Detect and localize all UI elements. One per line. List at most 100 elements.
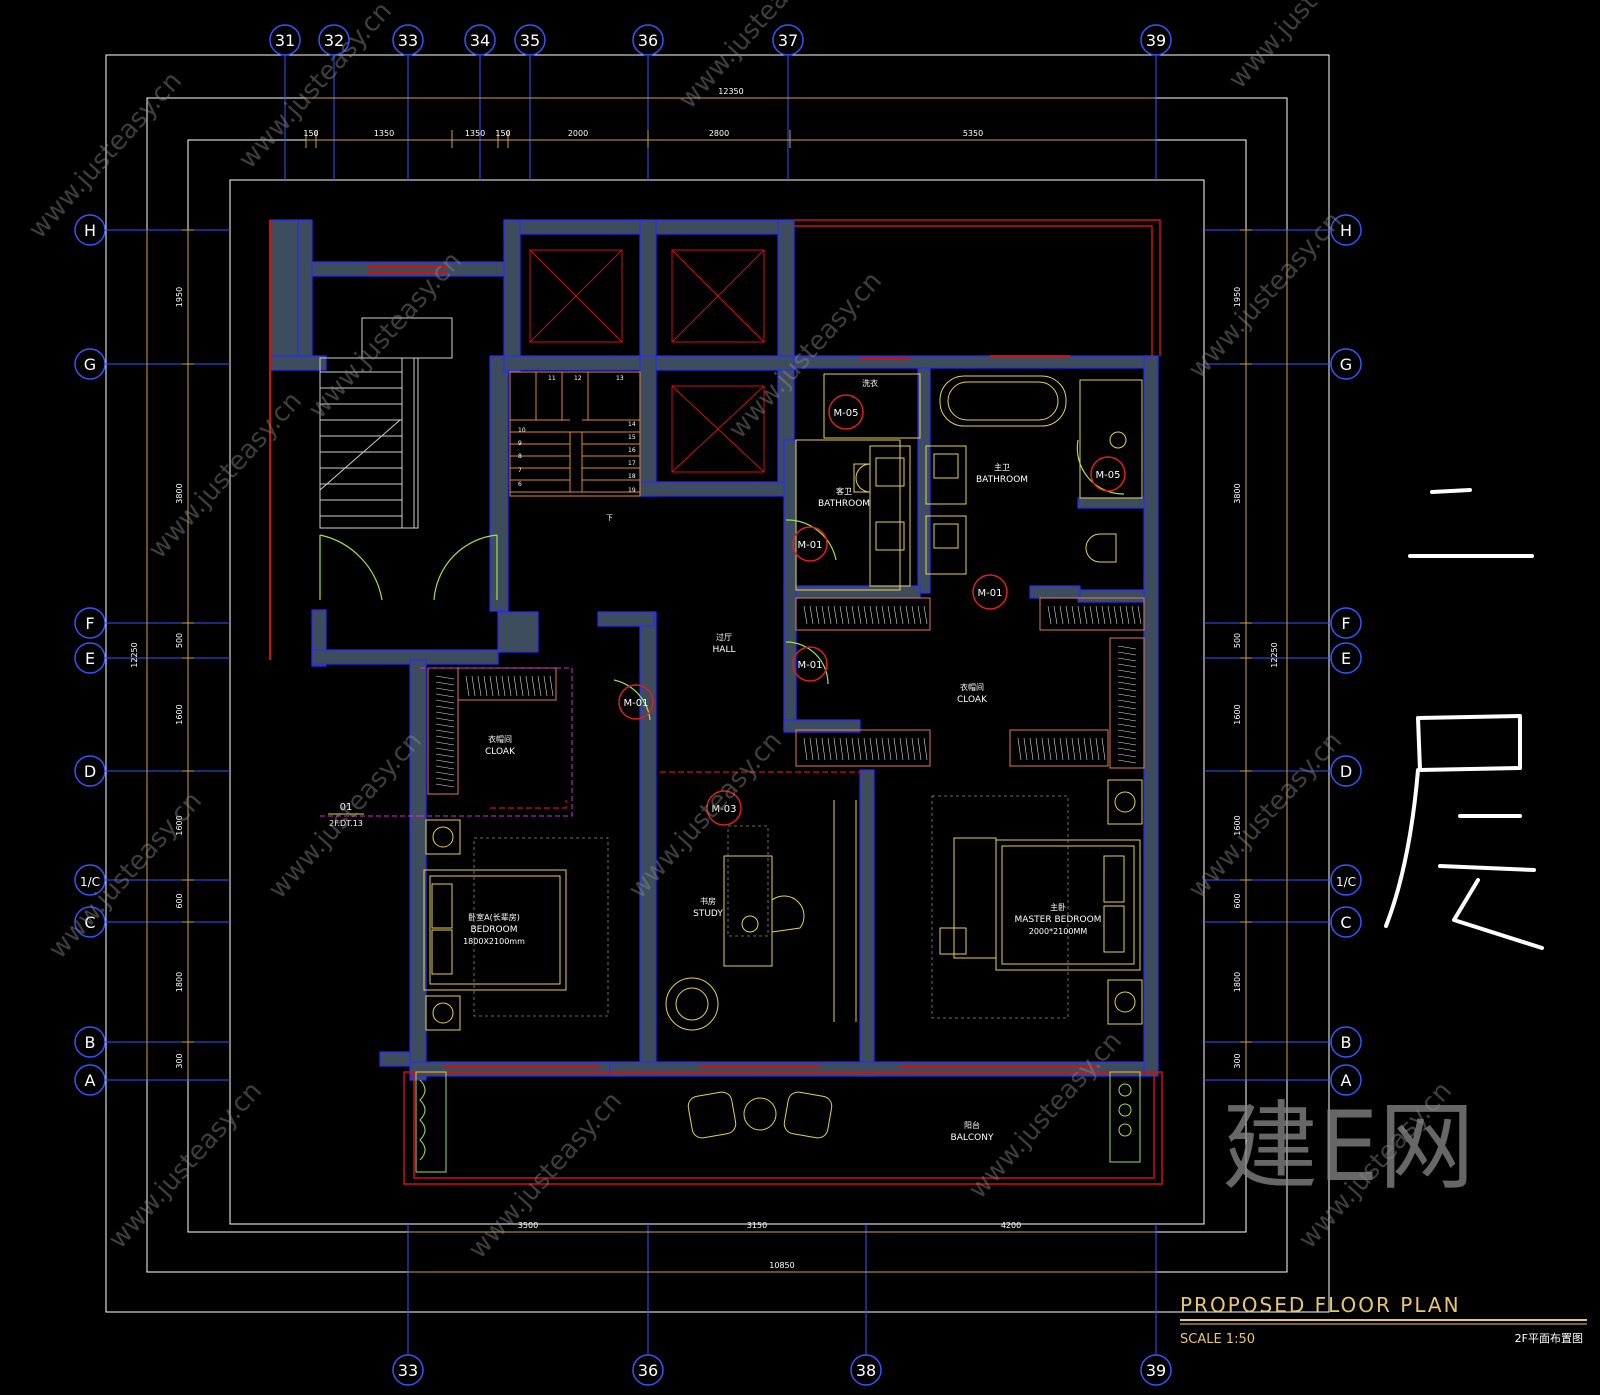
- axis-label: C: [84, 913, 95, 932]
- dim-left-segment: 600: [175, 893, 184, 908]
- svg-text:客卫: 客卫: [836, 486, 852, 496]
- stair-step-number: 7: [518, 467, 522, 474]
- axis-label: 31: [275, 31, 295, 50]
- axis-bubble-top-32: 32: [318, 24, 350, 56]
- dim-bottom-segment: 4200: [1001, 1221, 1021, 1230]
- svg-text:CLOAK: CLOAK: [957, 695, 988, 705]
- title-main: PROPOSED FLOOR PLAN: [1180, 1293, 1461, 1317]
- dim-right-segment: 1600: [1233, 815, 1242, 835]
- balcony-outline: [403, 219, 1163, 1185]
- svg-text:洗衣: 洗衣: [862, 378, 878, 388]
- door-tag-m-03: M-03: [706, 790, 742, 826]
- axis-bubble-right-E: E: [1330, 642, 1362, 674]
- dim-top-segment: 2000: [568, 129, 588, 138]
- windows: [269, 220, 1100, 1067]
- dim-left-segment: 1800: [175, 972, 184, 992]
- axis-label: F: [1341, 614, 1350, 633]
- stair-step-number: 12: [574, 375, 582, 382]
- svg-text:BATHROOM: BATHROOM: [818, 499, 870, 509]
- wardrobes: [427, 597, 1145, 795]
- dim-top-segment: 1350: [465, 129, 485, 138]
- axis-bubble-bottom-33: 33: [392, 1354, 424, 1386]
- axis-label: G: [1340, 355, 1352, 374]
- axis-label: 33: [398, 31, 418, 50]
- room-label-hall: 过厅 HALL: [713, 632, 736, 655]
- dim-top-total: 12350: [718, 87, 743, 96]
- stair-step-number: 17: [628, 460, 636, 467]
- dim-top-segment: 2800: [709, 129, 729, 138]
- dim-left-segment: 500: [175, 633, 184, 648]
- door-swings: [319, 439, 1125, 721]
- title-block: PROPOSED FLOOR PLAN SCALE 1:50 2F平面布置图: [1180, 1293, 1587, 1347]
- svg-text:衣帽间: 衣帽间: [488, 734, 512, 744]
- stair-step-number: 13: [616, 375, 624, 382]
- axis-bubble-top-34: 34: [464, 24, 496, 56]
- axis-label: A: [1341, 1071, 1352, 1090]
- handwritten-floor-label: [1384, 488, 1544, 950]
- private-stair: [509, 371, 641, 497]
- dim-right-segment: 600: [1233, 893, 1242, 908]
- axis-bubble-top-33: 33: [392, 24, 424, 56]
- axis-label: H: [1340, 221, 1352, 240]
- dim-bottom-segment: 3150: [747, 1221, 767, 1230]
- dim-top-segment: 150: [495, 129, 510, 138]
- svg-text:STUDY: STUDY: [693, 909, 723, 919]
- svg-text:M-01: M-01: [624, 698, 649, 709]
- axis-label: C: [1340, 913, 1351, 932]
- door-tag-m-05: M-05: [1090, 456, 1126, 492]
- axis-label: B: [85, 1033, 96, 1052]
- stair-step-number: 10: [518, 427, 526, 434]
- axis-bubble-right-G: G: [1330, 348, 1362, 380]
- axis-bubble-left-C: C: [74, 906, 106, 938]
- door-tag-m-05: M-05: [828, 394, 864, 430]
- dimension-lines: [146, 97, 1288, 1273]
- stair-step-number: 11: [548, 375, 556, 382]
- dim-right-total: 12250: [1270, 642, 1279, 667]
- section-marker: 01 2F.DT.13: [328, 802, 364, 828]
- axis-bubble-bottom-38: 38: [850, 1354, 882, 1386]
- planters: [415, 1071, 1141, 1173]
- furniture: [423, 373, 1143, 1139]
- dim-bottom-total: 10850: [769, 1261, 794, 1270]
- dim-top-segment: 5350: [963, 129, 983, 138]
- stair-step-number: 19: [628, 487, 636, 494]
- dim-bottom-segment: 3500: [518, 1221, 538, 1230]
- axis-bubble-top-39: 39: [1140, 24, 1172, 56]
- stair-step-number: 8: [518, 453, 522, 460]
- axis-bubble-left-B: B: [74, 1026, 106, 1058]
- axis-label: F: [85, 614, 94, 633]
- svg-text:过厅: 过厅: [716, 632, 732, 642]
- axis-bubble-left-F: F: [74, 607, 106, 639]
- axis-bubble-right-H: H: [1330, 214, 1362, 246]
- svg-text:主卫: 主卫: [994, 462, 1010, 472]
- public-stair: [319, 317, 453, 529]
- svg-text:BEDROOM: BEDROOM: [471, 925, 518, 935]
- axis-label: D: [84, 762, 96, 781]
- axis-label: D: [1340, 762, 1352, 781]
- stair-step-number: 18: [628, 473, 636, 480]
- svg-text:M-01: M-01: [978, 588, 1003, 599]
- axis-label: 34: [470, 31, 490, 50]
- axis-bubble-right-1C: 1/C: [1330, 864, 1362, 896]
- walls: [269, 219, 1159, 1081]
- section-marker-ref: 2F.DT.13: [329, 819, 363, 828]
- dim-left-segment: 1600: [175, 815, 184, 835]
- axis-grid-lines: [105, 55, 1331, 1355]
- axis-label: G: [84, 355, 96, 374]
- ceiling-lines: [490, 771, 862, 809]
- axis-bubble-right-A: A: [1330, 1064, 1362, 1096]
- svg-text:HALL: HALL: [713, 645, 736, 655]
- axis-bubble-bottom-39: 39: [1140, 1354, 1172, 1386]
- axis-label: 39: [1146, 31, 1166, 50]
- dim-right-segment: 300: [1233, 1053, 1242, 1068]
- axis-bubble-top-37: 37: [772, 24, 804, 56]
- stair-step-number: 9: [518, 440, 522, 447]
- stair-step-number: 6: [518, 481, 522, 488]
